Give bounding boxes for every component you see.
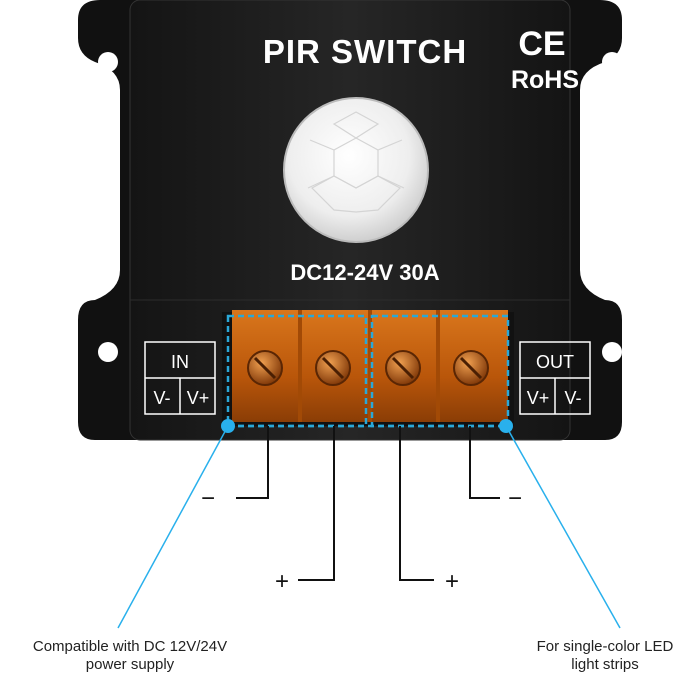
terminal-screw [247,350,283,386]
output-heading: OUT [536,352,574,372]
wire-out-minus [469,426,500,499]
input-caption: Compatible with DC 12V/24V power supply [0,638,260,674]
input-pin-label: V+ [187,388,210,408]
spec-label: DC12-24V 30A [290,260,439,285]
input-pin-label: V- [153,388,170,408]
wire-in-plus [298,426,335,581]
left-mounting-flange [78,0,140,440]
input-callout-line [117,425,229,629]
ce-mark: CE [518,25,565,63]
out-plus-sign: + [445,568,459,595]
terminal-screw [453,350,489,386]
in-plus-sign: + [275,568,289,595]
terminal-screw [385,350,421,386]
output-caption: For single-color LED light strips [510,638,700,674]
in-minus-sign: − [201,485,215,512]
output-pin-label: V+ [527,388,550,408]
terminal-screw [315,350,351,386]
input-heading: IN [171,352,189,372]
output-caption-line1: For single-color LED [536,638,674,655]
input-caption-line2: power supply [85,656,175,673]
out-minus-sign: − [508,485,522,512]
input-label-box: IN V- V+ [144,341,216,415]
rohs-mark: RoHS [511,66,579,94]
input-terminal-highlight [226,314,368,428]
input-caption-line1: Compatible with DC 12V/24V [32,638,228,655]
output-callout-line [505,425,621,629]
output-pin-label: V- [564,388,581,408]
output-label-box: OUT V+ V- [519,341,591,415]
output-caption-line2: light strips [571,656,639,673]
wire-out-plus [399,426,434,581]
wire-in-minus [236,426,269,499]
terminal-block [222,310,514,426]
pir-sensor-lens [283,97,429,243]
device-title: PIR SWITCH [263,33,467,70]
right-mounting-flange [560,0,622,440]
